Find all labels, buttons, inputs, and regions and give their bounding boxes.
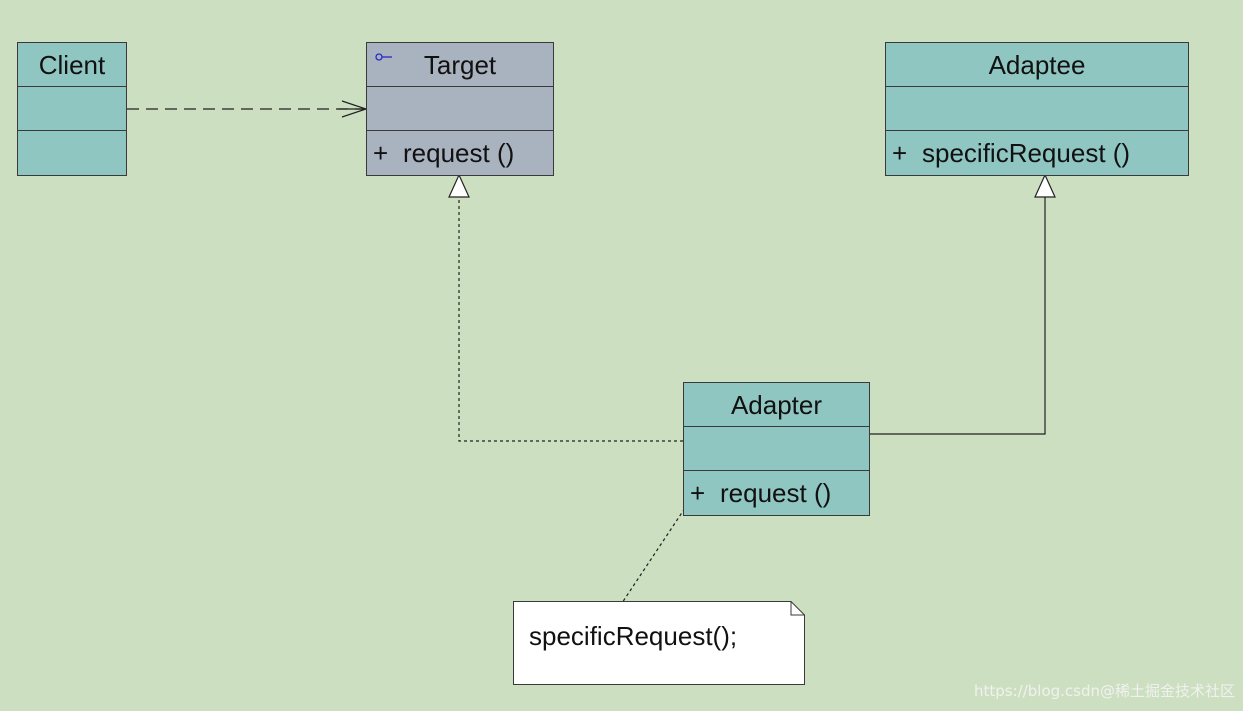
note-anchor-line	[619, 495, 694, 607]
operations-compartment: + specificRequest ()	[886, 131, 1188, 175]
note-text: specificRequest();	[529, 621, 738, 651]
class-adapter[interactable]: Adapter + request ()	[683, 382, 870, 516]
operations-compartment: + request ()	[684, 471, 869, 515]
operations-compartment	[18, 131, 126, 175]
attributes-compartment	[684, 427, 869, 471]
attributes-compartment	[886, 87, 1188, 131]
class-client[interactable]: Client	[17, 42, 127, 176]
class-name: Client	[18, 43, 126, 87]
operation-request[interactable]: request ()	[403, 138, 515, 168]
hollow-triangle-icon	[448, 173, 470, 198]
hollow-triangle-icon	[1034, 173, 1056, 198]
operation-specific-request[interactable]: specificRequest ()	[922, 138, 1131, 168]
class-name-row: Target	[367, 43, 553, 87]
interface-lollipop-icon	[375, 53, 392, 61]
watermark: https://blog.csdn@稀土掘金技术社区	[973, 682, 1235, 700]
attributes-compartment	[367, 87, 553, 131]
class-name: Target	[423, 50, 497, 80]
realization-line-adapter-target	[458, 197, 683, 442]
visibility-marker: +	[892, 138, 908, 168]
visibility-marker: +	[373, 138, 389, 168]
visibility-marker: +	[690, 478, 706, 508]
class-adaptee[interactable]: Adaptee + specificRequest ()	[885, 42, 1189, 176]
note[interactable]: specificRequest();	[513, 601, 805, 685]
class-name: Adaptee	[886, 43, 1188, 87]
attributes-compartment	[18, 87, 126, 131]
operations-compartment: + request ()	[367, 131, 553, 175]
note-shape	[513, 601, 805, 685]
class-target[interactable]: Target + request ()	[366, 42, 554, 176]
generalization-line-adapter-adaptee	[869, 197, 1046, 435]
class-name: Adapter	[684, 383, 869, 427]
operation-request[interactable]: request ()	[720, 478, 832, 508]
